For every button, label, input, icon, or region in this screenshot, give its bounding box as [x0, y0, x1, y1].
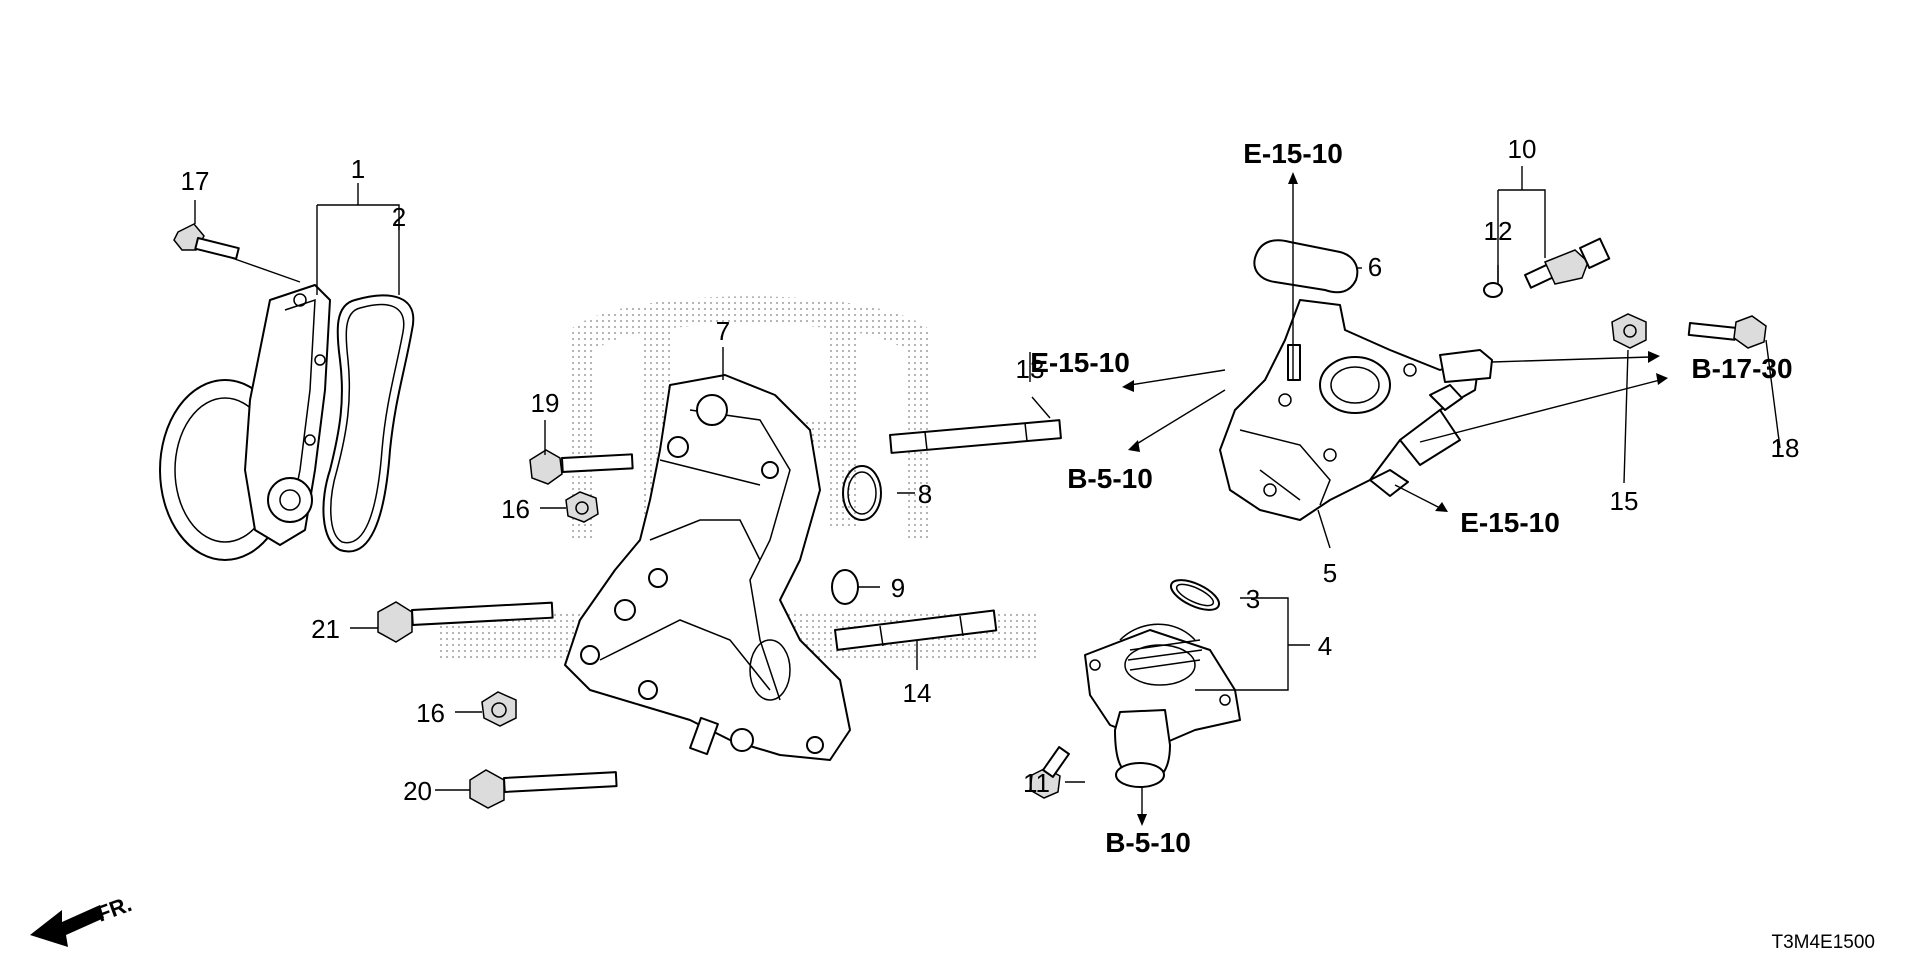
callout-12: 12	[1484, 216, 1513, 246]
callout-labels: 1 2 3 4 5 6 7 8 9 10 11 12 13 14 15 16 1…	[181, 134, 1800, 806]
reference-e-15-10-left: E-15-10	[1030, 347, 1130, 378]
pump-gasket	[322, 294, 415, 553]
callout-7: 7	[716, 316, 730, 346]
callout-17: 17	[181, 166, 210, 196]
nut-15	[1611, 313, 1647, 349]
callout-3: 3	[1246, 584, 1260, 614]
bracket-housing	[564, 374, 851, 761]
callout-6: 6	[1368, 252, 1382, 282]
nut-16-upper	[565, 491, 599, 523]
reference-b-5-10-bottom: B-5-10	[1105, 827, 1191, 858]
diagram-code: T3M4E1500	[1771, 932, 1875, 953]
front-direction-indicator: FR.	[30, 891, 135, 947]
callout-11: 11	[1023, 768, 1050, 798]
callout-10: 10	[1508, 134, 1537, 164]
o-ring-9	[831, 569, 859, 605]
stud-13	[889, 419, 1062, 454]
callout-18: 18	[1771, 433, 1800, 463]
reference-e-15-10-top: E-15-10	[1243, 138, 1343, 169]
callout-14: 14	[903, 678, 932, 708]
water-outlet-housing	[1219, 299, 1493, 521]
bolt-11	[1029, 746, 1070, 799]
callout-16-lower: 16	[416, 698, 445, 728]
bolt-17	[173, 223, 240, 260]
nut-16-lower	[481, 691, 517, 727]
washer-12	[1483, 282, 1503, 298]
callout-5: 5	[1323, 558, 1337, 588]
callout-15: 15	[1610, 486, 1639, 516]
callout-4: 4	[1318, 631, 1332, 661]
reference-b-5-10-left: B-5-10	[1067, 463, 1153, 494]
bolt-19	[529, 449, 634, 485]
reference-e-15-10-right: E-15-10	[1460, 507, 1560, 538]
temperature-sensor-10	[1524, 237, 1611, 289]
callout-1: 1	[351, 154, 365, 184]
bolt-20	[469, 769, 618, 809]
gasket-6	[1253, 239, 1359, 294]
thermostat-assembly	[1084, 623, 1241, 788]
callout-21: 21	[311, 614, 340, 644]
o-ring-3	[1169, 579, 1221, 611]
reference-b-17-30: B-17-30	[1691, 353, 1792, 384]
leader-lines	[194, 166, 1781, 826]
callout-13: 13	[1016, 354, 1045, 384]
callout-8: 8	[918, 479, 932, 509]
reference-labels: E-15-10 E-15-10 B-5-10 E-15-10 B-17-30 B…	[1030, 138, 1792, 858]
front-label: FR.	[93, 891, 135, 927]
bolt-18	[1687, 315, 1767, 349]
bolt-21	[377, 601, 554, 643]
water-pump-assembly	[159, 284, 331, 561]
callout-16-upper: 16	[501, 494, 530, 524]
o-ring-8	[842, 465, 882, 521]
callout-20: 20	[403, 776, 432, 806]
callout-19: 19	[531, 388, 560, 418]
callout-9: 9	[891, 573, 905, 603]
front-arrow-icon	[30, 905, 104, 947]
callout-2: 2	[392, 202, 406, 232]
